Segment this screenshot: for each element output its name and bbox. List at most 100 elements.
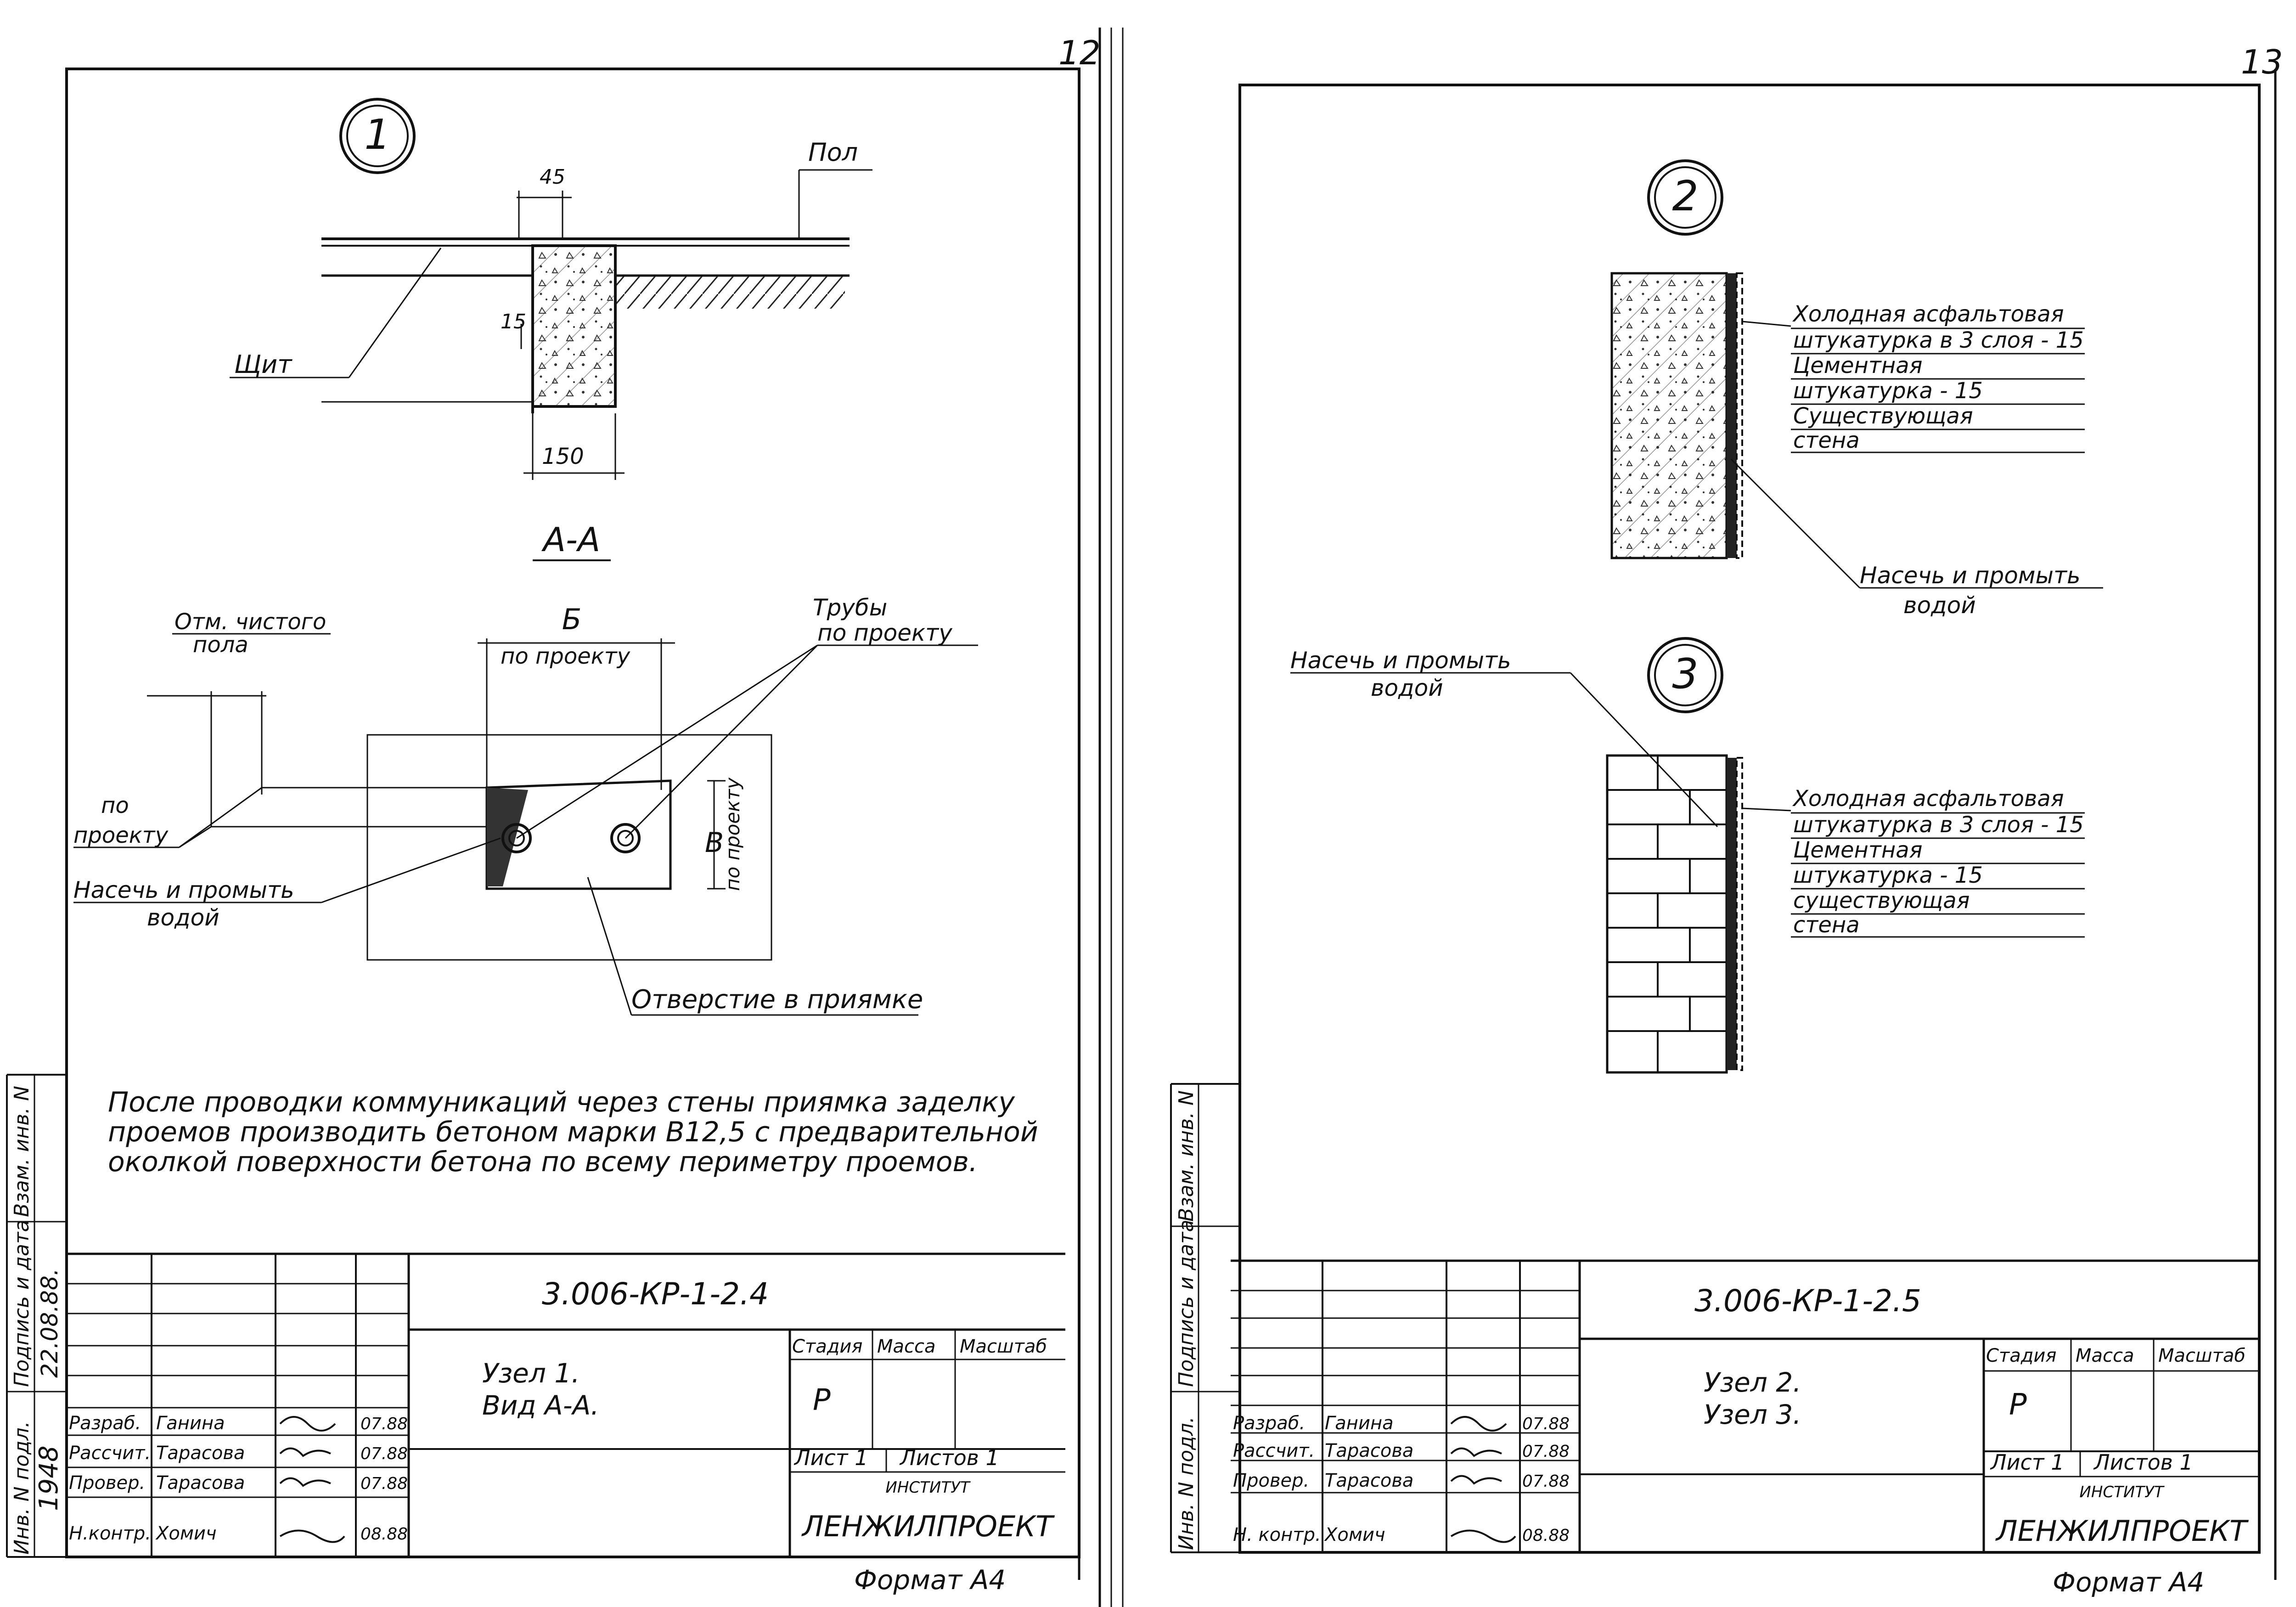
notch-area bbox=[487, 788, 528, 886]
layer2-2: штукатурка в 3 слоя - 15 bbox=[1793, 327, 2084, 353]
sig-date-4: 08.88 bbox=[1522, 1526, 1570, 1545]
title-block-12: 3.006-КР-1-2.4 Узел 1. Вид А-А. Стадия М… bbox=[67, 1252, 1065, 1557]
stage-header: Стадия bbox=[792, 1336, 862, 1357]
sig-role-2: Рассчит. bbox=[1233, 1440, 1315, 1461]
sig-date-2: 07.88 bbox=[360, 1444, 408, 1463]
title-2: Вид А-А. bbox=[482, 1390, 599, 1421]
sig-date-2: 07.88 bbox=[1522, 1442, 1570, 1461]
sig-name-1: Ганина bbox=[1325, 1413, 1394, 1434]
section-title: А-А bbox=[541, 520, 601, 559]
label-V: В bbox=[705, 827, 724, 859]
layer2-6: стена bbox=[1793, 428, 1860, 453]
institute-name: ЛЕНЖИЛПРОЕКТ bbox=[801, 1510, 1055, 1543]
layer3-2: штукатурка в 3 слоя - 15 bbox=[1793, 812, 2084, 838]
label-B-value: по проекту bbox=[501, 643, 630, 669]
dim-45: 45 bbox=[540, 165, 565, 189]
label-floor: Пол bbox=[808, 138, 858, 167]
label-by-project-1: по bbox=[101, 793, 129, 818]
side-stamp-13: Взам. инв. N Подпись и дата Инв. N подл. bbox=[1170, 1083, 1240, 1553]
label-V-value: по проекту bbox=[721, 777, 744, 891]
side-inv: Инв. N подл. bbox=[10, 1421, 34, 1555]
side-date-value: 22.08.88. bbox=[36, 1268, 63, 1378]
signature-scribbles bbox=[1450, 1416, 1516, 1543]
page-number: 13 bbox=[2241, 43, 2283, 81]
layer3-6: стена bbox=[1793, 912, 1860, 938]
mass-header: Масса bbox=[2076, 1345, 2134, 1366]
layer3-5: существующая bbox=[1793, 888, 1970, 913]
doc-code: 3.006-КР-1-2.5 bbox=[1694, 1283, 1921, 1319]
label-B: Б bbox=[562, 603, 582, 636]
label-shield: Щит bbox=[234, 350, 293, 379]
note-line-2: проемов производить бетоном марки В12,5 … bbox=[108, 1116, 1038, 1148]
dim-150: 150 bbox=[542, 444, 584, 469]
scale-header: Масштаб bbox=[960, 1336, 1047, 1357]
layer2-3: Цементная bbox=[1793, 353, 1923, 378]
institute-label: ИНСТИТУТ bbox=[2079, 1483, 2164, 1501]
label-pipes-2: по проекту bbox=[817, 620, 953, 646]
notch3-2: водой bbox=[1371, 675, 1443, 701]
sig-role-1: Разраб. bbox=[69, 1413, 141, 1434]
format-label: Формат А4 bbox=[854, 1564, 1006, 1596]
sig-date-3: 07.88 bbox=[360, 1474, 408, 1493]
pipe-2 bbox=[610, 823, 641, 853]
sheet-13: 13 2 Холодная асфальтовая штукатурка в 3… bbox=[1122, 28, 2283, 1607]
layers-3: Холодная асфальтовая штукатурка в 3 слоя… bbox=[1742, 786, 2085, 938]
ground-hatch bbox=[615, 276, 845, 309]
node-1-number: 1 bbox=[364, 111, 390, 159]
label-floor-mark-2: пола bbox=[193, 632, 248, 658]
notch2-2: водой bbox=[1903, 592, 1976, 619]
layer2-1: Холодная асфальтовая bbox=[1792, 301, 2064, 327]
layers-2: Холодная асфальтовая штукатурка в 3 слоя… bbox=[1742, 301, 2085, 453]
side-inv-value: 1948 bbox=[34, 1445, 64, 1511]
mass-header: Масса bbox=[877, 1336, 936, 1357]
side-sign: Подпись и дата bbox=[1175, 1220, 1198, 1387]
sig-name-2: Тарасова bbox=[156, 1443, 245, 1464]
sig-role-4: Н. контр. bbox=[1233, 1524, 1321, 1545]
node-2-number: 2 bbox=[1672, 172, 1698, 220]
sig-role-2: Рассчит. bbox=[69, 1443, 151, 1464]
brick-wall bbox=[1606, 754, 1743, 1074]
sig-name-1: Ганина bbox=[156, 1413, 225, 1434]
label-floor-mark-1: Отм. чистого bbox=[174, 609, 326, 635]
pipe-1 bbox=[501, 823, 532, 853]
format-label: Формат А4 bbox=[2053, 1567, 2204, 1598]
node-3-number: 3 bbox=[1672, 650, 1698, 698]
label-notch-2: водой bbox=[147, 904, 219, 931]
page-number: 12 bbox=[1058, 34, 1101, 72]
sheets-label: Листов 1 bbox=[2093, 1450, 2193, 1475]
note-line-3: околкой поверхности бетона по всему пери… bbox=[108, 1146, 978, 1178]
sig-name-4: Хомич bbox=[1324, 1524, 1385, 1545]
notch3-1: Насечь и промыть bbox=[1290, 647, 1511, 674]
sig-role-1: Разраб. bbox=[1233, 1413, 1305, 1434]
side-vzam: Взам. инв. N bbox=[1175, 1090, 1198, 1222]
layer3-1: Холодная асфальтовая bbox=[1792, 786, 2064, 812]
sheet-label: Лист 1 bbox=[1990, 1450, 2064, 1475]
institute-name: ЛЕНЖИЛПРОЕКТ bbox=[1995, 1514, 2249, 1548]
layer3-3: Цементная bbox=[1793, 837, 1923, 863]
sheet-label: Лист 1 bbox=[793, 1445, 868, 1470]
side-stamp: Взам. инв. N Подпись и дата Инв. N подл.… bbox=[6, 1074, 67, 1558]
stage-value: Р bbox=[2009, 1388, 2027, 1422]
side-vzam: Взам. инв. N bbox=[10, 1086, 34, 1217]
stage-value: Р bbox=[813, 1383, 831, 1417]
title-1: Узел 1. bbox=[482, 1358, 580, 1389]
sheet13-frame bbox=[1238, 84, 2261, 1554]
sig-name-2: Тарасова bbox=[1325, 1440, 1413, 1461]
doc-code: 3.006-КР-1-2.4 bbox=[542, 1276, 769, 1312]
title-1: Узел 2. bbox=[1704, 1367, 1801, 1398]
sig-name-4: Хомич bbox=[155, 1523, 217, 1544]
label-pipes-1: Трубы bbox=[813, 594, 887, 621]
title-2: Узел 3. bbox=[1704, 1399, 1801, 1430]
sig-date-3: 07.88 bbox=[1522, 1472, 1570, 1491]
sig-role-4: Н.контр. bbox=[69, 1523, 151, 1544]
layer3-4: штукатурка - 15 bbox=[1793, 863, 1983, 888]
sheet-12: 12 1 45 15 150 Пол Щит А-А Б по проекту … bbox=[6, 28, 1112, 1607]
side-sign: Подпись и дата bbox=[10, 1220, 34, 1387]
layer2-4: штукатурка - 15 bbox=[1793, 378, 1983, 404]
layer2-5: Существующая bbox=[1793, 403, 1973, 429]
scale-header: Масштаб bbox=[2158, 1345, 2245, 1366]
sheets-label: Листов 1 bbox=[899, 1445, 999, 1470]
sig-date-1: 07.88 bbox=[1522, 1415, 1570, 1433]
notch2-1: Насечь и промыть bbox=[1860, 562, 2081, 589]
